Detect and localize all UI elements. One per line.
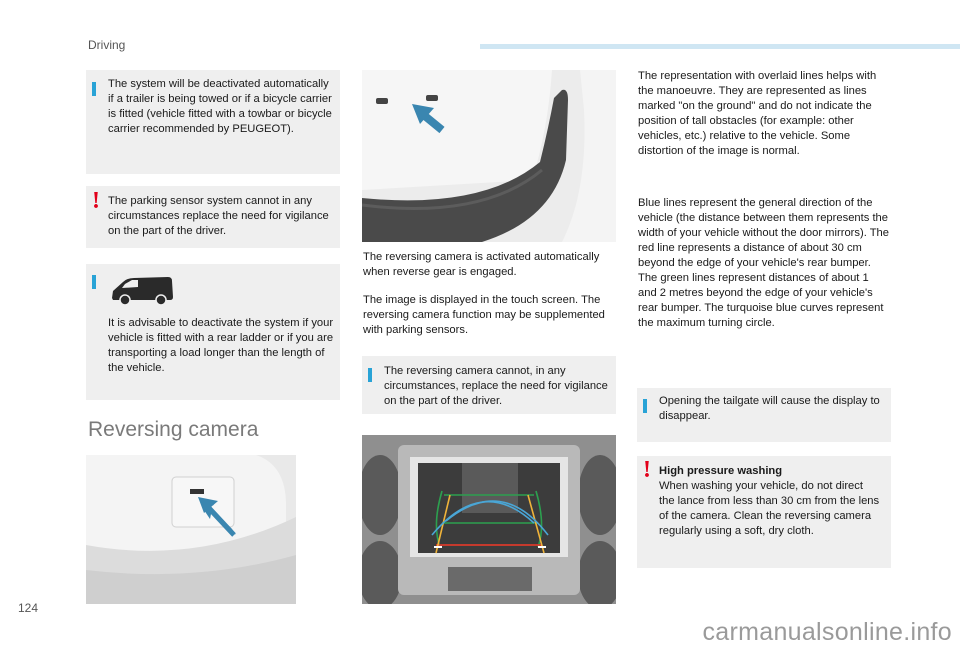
warning-washing-text: When washing your vehicle, do not direct… xyxy=(659,480,880,537)
info-icon xyxy=(92,275,96,289)
warning-icon: ! xyxy=(643,457,651,483)
watermark: carmanualsonline.info xyxy=(702,618,952,646)
middle-para-activation: The reversing camera is activated automa… xyxy=(363,251,600,278)
section-heading: Reversing camera xyxy=(88,418,259,441)
note-tailgate-text: Opening the tailgate will cause the disp… xyxy=(659,395,880,422)
warning-parking-text: The parking sensor system cannot in any … xyxy=(108,195,329,237)
camera-location-photo xyxy=(86,455,296,604)
warning-washing-title: High pressure washing xyxy=(659,465,783,477)
note-vigilance-text: The reversing camera cannot, in any circ… xyxy=(384,365,608,407)
info-icon xyxy=(92,82,96,96)
warning-washing-box: ! High pressure washing When washing you… xyxy=(637,456,891,568)
note-tailgate-box: Opening the tailgate will cause the disp… xyxy=(637,388,891,442)
info-icon xyxy=(368,368,372,382)
note-trailer-text: The system will be deactivated automatic… xyxy=(108,78,332,135)
camera-detail-photo xyxy=(362,70,616,242)
right-para-overlay: The representation with overlaid lines h… xyxy=(638,70,877,157)
section-title: Driving xyxy=(88,38,126,52)
note-ladder-box: It is advisable to deactivate the system… xyxy=(86,264,340,400)
note-vigilance-box: The reversing camera cannot, in any circ… xyxy=(362,356,616,414)
van-icon xyxy=(112,277,173,306)
right-para-lines: Blue lines represent the general directi… xyxy=(638,197,889,329)
note-ladder-text: It is advisable to deactivate the system… xyxy=(108,317,334,374)
camera-screen-photo xyxy=(362,435,616,604)
header-bar xyxy=(480,44,960,49)
note-trailer-box: The system will be deactivated automatic… xyxy=(86,70,340,174)
warning-icon: ! xyxy=(92,188,100,214)
page-number: 124 xyxy=(18,601,39,615)
middle-para-display: The image is displayed in the touch scre… xyxy=(363,294,605,336)
warning-parking-box: ! The parking sensor system cannot in an… xyxy=(86,186,340,248)
info-icon xyxy=(643,399,647,413)
